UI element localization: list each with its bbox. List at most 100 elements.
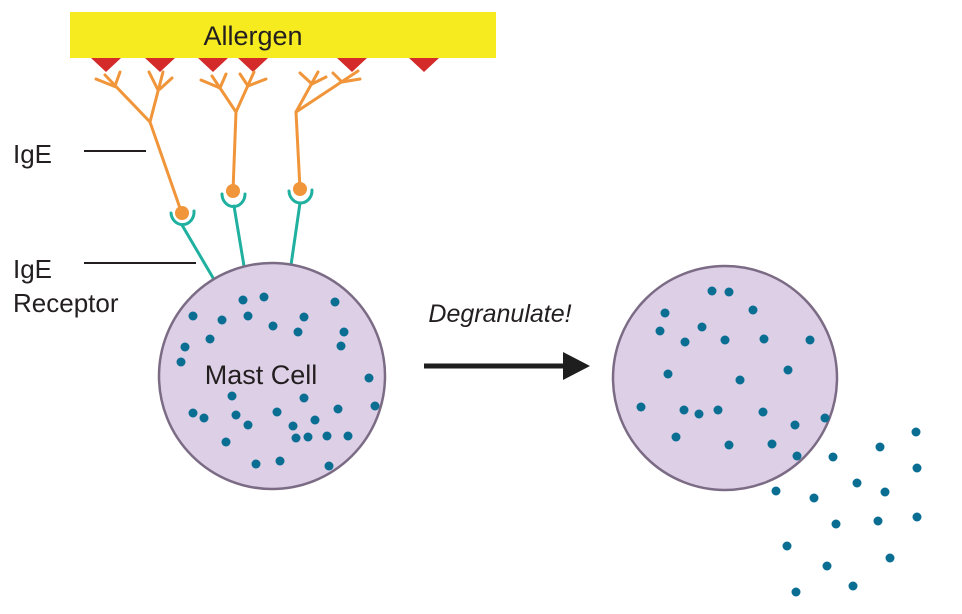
granule	[339, 327, 349, 337]
ige-receptor-group	[169, 188, 314, 290]
ige-antibody	[199, 70, 268, 193]
allergen-label: Allergen	[203, 21, 302, 51]
degranulated-mast-cell	[611, 264, 839, 492]
granule	[322, 431, 332, 441]
released-granule	[771, 486, 781, 496]
granule	[820, 413, 830, 423]
granule-group-right	[636, 286, 830, 461]
granule	[330, 297, 340, 307]
granule	[370, 401, 380, 411]
released-granule	[911, 427, 921, 437]
granule	[259, 292, 269, 302]
granule	[268, 321, 278, 331]
granule	[720, 335, 730, 345]
granule	[291, 433, 301, 443]
released-granule	[873, 516, 883, 526]
released-granule	[848, 581, 858, 591]
granule	[303, 432, 313, 442]
granule	[671, 432, 681, 442]
ige-receptor	[287, 188, 314, 274]
granule	[251, 459, 261, 469]
granule	[176, 357, 186, 367]
epitope-group	[91, 58, 439, 72]
granule	[707, 286, 717, 296]
granule	[680, 337, 690, 347]
granule	[724, 440, 734, 450]
ige-label: IgE	[13, 139, 52, 169]
granule	[343, 431, 353, 441]
granule	[783, 365, 793, 375]
ige-antibody-group	[94, 69, 362, 213]
released-granule	[912, 463, 922, 473]
released-granule	[912, 512, 922, 522]
granule	[275, 456, 285, 466]
antibody-tail	[175, 206, 189, 220]
granule	[663, 369, 673, 379]
granule	[288, 421, 298, 431]
granule	[336, 341, 346, 351]
degranulate-label: Degranulate!	[428, 300, 571, 328]
ige-receptor	[169, 209, 221, 290]
granule	[293, 327, 303, 337]
granule	[364, 373, 374, 383]
granule	[310, 415, 320, 425]
released-granule	[880, 487, 890, 497]
released-granule	[875, 442, 885, 452]
granule	[227, 391, 237, 401]
released-granule	[809, 493, 819, 503]
antibody-tail-group	[175, 182, 307, 220]
released-granule	[782, 541, 792, 551]
epitope	[337, 58, 367, 72]
allergen-bar	[70, 12, 496, 58]
released-granule	[885, 553, 895, 563]
released-granule	[791, 587, 801, 597]
granule	[205, 334, 215, 344]
granule	[748, 305, 758, 315]
granule	[217, 315, 227, 325]
granule	[759, 334, 769, 344]
epitope	[145, 58, 175, 72]
granule	[724, 287, 734, 297]
granule-group-left	[176, 292, 380, 471]
granule	[790, 420, 800, 430]
epitope	[91, 58, 121, 72]
released-granule	[852, 478, 862, 488]
ige-receptor	[220, 192, 247, 274]
granule	[694, 409, 704, 419]
granule	[792, 451, 802, 461]
ige-receptor-label-line2: Receptor	[13, 288, 119, 318]
granule	[299, 393, 309, 403]
granule	[243, 420, 253, 430]
released-granule	[822, 561, 832, 571]
granule	[231, 410, 241, 420]
released-granule	[828, 452, 838, 462]
granule	[199, 413, 209, 423]
granule	[188, 311, 198, 321]
epitope	[198, 58, 228, 72]
granule	[758, 407, 768, 417]
antibody-tail	[226, 184, 240, 198]
mast-cell-label: Mast Cell	[205, 360, 318, 390]
granule	[697, 322, 707, 332]
granule	[188, 408, 198, 418]
ige-antibody	[94, 70, 183, 213]
granule	[299, 312, 309, 322]
granule	[655, 326, 665, 336]
antibody-tail	[293, 182, 307, 196]
granule	[767, 439, 777, 449]
granule	[221, 437, 231, 447]
degranulate-arrow	[424, 352, 590, 380]
granule	[333, 404, 343, 414]
granule	[805, 335, 815, 345]
granule	[735, 375, 745, 385]
released-granule	[831, 519, 841, 529]
granule	[324, 461, 334, 471]
epitope	[409, 58, 439, 72]
granule	[238, 295, 248, 305]
granule	[713, 405, 723, 415]
granule	[272, 407, 282, 417]
granule	[636, 402, 646, 412]
granule	[243, 311, 253, 321]
granule	[679, 405, 689, 415]
